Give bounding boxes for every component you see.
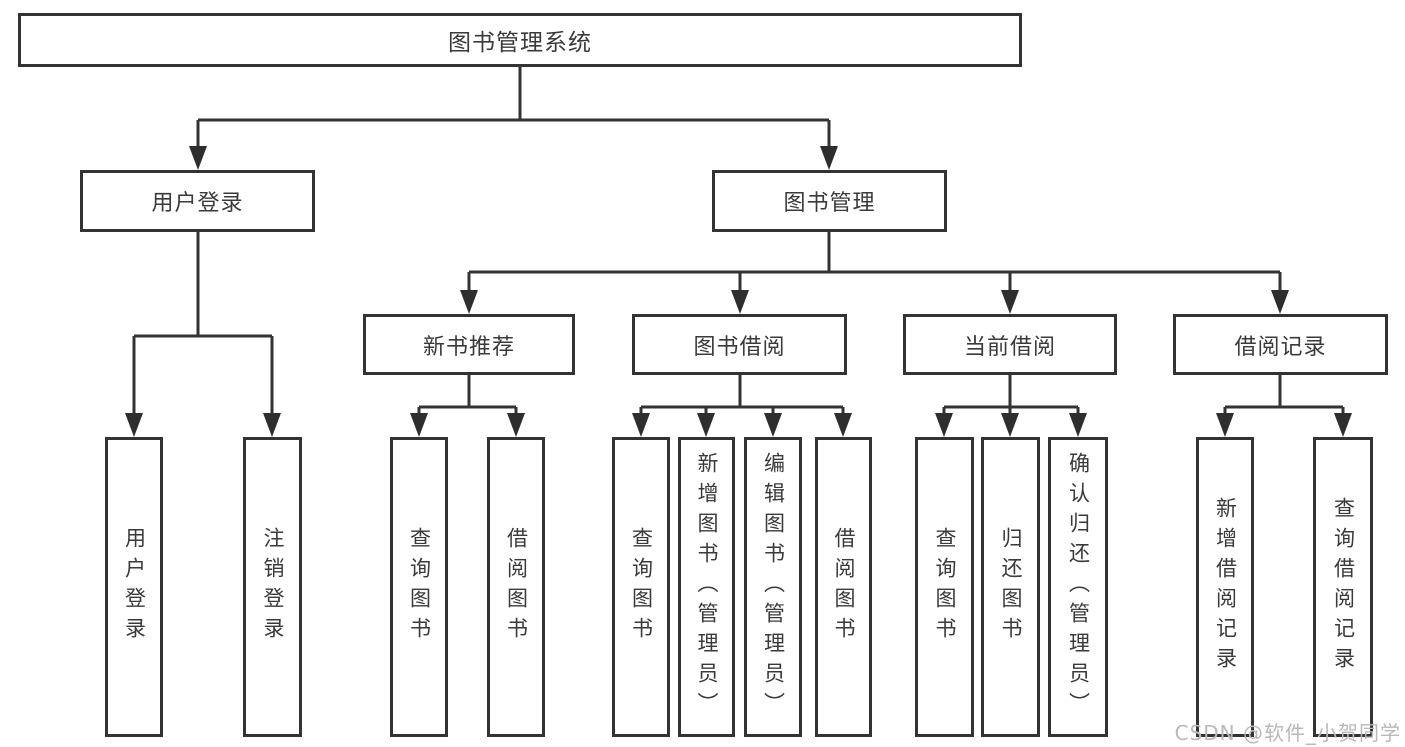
node-book-management: 图书管理 xyxy=(712,170,947,232)
node-root-label: 图书管理系统 xyxy=(448,30,592,56)
leaf-add-borrow-record-label: 新增借阅记录 xyxy=(1213,497,1238,677)
node-user-login: 用户登录 xyxy=(80,170,315,232)
leaf-logout: 注销登录 xyxy=(243,437,302,737)
node-user-login-label: 用户登录 xyxy=(151,191,244,216)
leaf-query-books-recommend-label: 查询图书 xyxy=(407,527,432,647)
leaf-query-books-current-label: 查询图书 xyxy=(933,527,957,647)
leaf-return-books-label: 归还图书 xyxy=(999,527,1023,647)
node-current-borrowing: 当前借阅 xyxy=(903,314,1117,375)
node-new-book-recommend: 新书推荐 xyxy=(363,314,575,375)
node-book-borrowing: 图书借阅 xyxy=(632,314,847,375)
leaf-borrow-books-borrowing-label: 借阅图书 xyxy=(832,527,856,647)
leaf-add-books-admin-label: 新增图书（管理员） xyxy=(695,452,719,722)
leaf-add-borrow-record: 新增借阅记录 xyxy=(1196,437,1254,737)
leaf-query-books-borrowing: 查询图书 xyxy=(612,437,670,737)
leaf-confirm-return-admin-label: 确认归还（管理员） xyxy=(1066,452,1091,722)
leaf-borrow-books-recommend-label: 借阅图书 xyxy=(504,527,529,647)
node-current-borrowing-label: 当前借阅 xyxy=(963,334,1056,360)
leaf-query-books-borrowing-label: 查询图书 xyxy=(629,527,654,647)
node-new-book-recommend-label: 新书推荐 xyxy=(422,334,515,360)
node-book-management-label: 图书管理 xyxy=(783,191,876,216)
leaf-logout-label: 注销登录 xyxy=(261,527,285,647)
leaf-user-login: 用户登录 xyxy=(105,437,163,737)
node-root: 图书管理系统 xyxy=(18,13,1022,67)
node-borrowing-records-label: 借阅记录 xyxy=(1234,334,1327,360)
leaf-return-books: 归还图书 xyxy=(981,437,1040,737)
leaf-edit-books-admin-label: 编辑图书（管理员） xyxy=(761,452,786,722)
node-book-borrowing-label: 图书借阅 xyxy=(693,334,786,360)
leaf-query-books-recommend: 查询图书 xyxy=(390,437,448,737)
leaf-borrow-books-borrowing: 借阅图书 xyxy=(815,437,872,737)
leaf-confirm-return-admin: 确认归还（管理员） xyxy=(1048,437,1108,737)
leaf-borrow-books-recommend: 借阅图书 xyxy=(487,437,545,737)
node-borrowing-records: 借阅记录 xyxy=(1173,314,1388,375)
leaf-edit-books-admin: 编辑图书（管理员） xyxy=(744,437,802,737)
leaf-user-login-label: 用户登录 xyxy=(122,527,147,647)
leaf-add-books-admin: 新增图书（管理员） xyxy=(678,437,735,737)
leaf-query-borrow-record: 查询借阅记录 xyxy=(1313,437,1373,737)
csdn-watermark: CSDN @软件_小贺同学 xyxy=(1174,721,1401,745)
leaf-query-borrow-record-label: 查询借阅记录 xyxy=(1331,497,1356,677)
leaf-query-books-current: 查询图书 xyxy=(915,437,974,737)
